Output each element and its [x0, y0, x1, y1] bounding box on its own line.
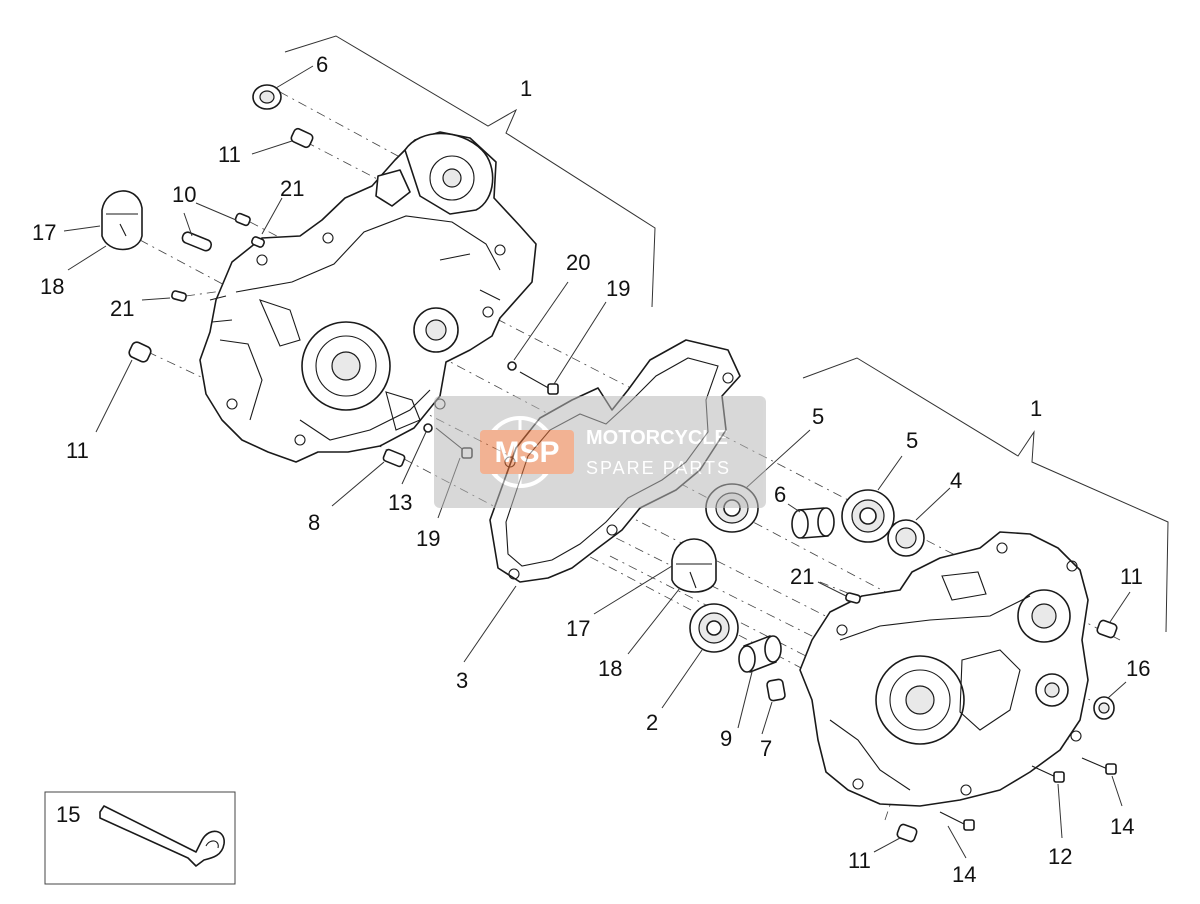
callout-7: 7 — [760, 736, 772, 761]
callout-5-right: 5 — [906, 428, 918, 453]
watermark-line1: MOTORCYCLE — [586, 427, 728, 449]
callout-15: 15 — [56, 802, 80, 827]
callout-20: 20 — [566, 250, 590, 275]
washer-20 — [507, 361, 517, 371]
callout-21-upper: 21 — [280, 176, 304, 201]
callout-11-bottom: 11 — [848, 848, 871, 873]
callout-18-left: 18 — [40, 274, 64, 299]
callout-10: 10 — [172, 182, 196, 207]
dowel-11-right-upper — [1096, 619, 1118, 639]
callout-16: 16 — [1126, 656, 1150, 681]
callout-12: 12 — [1048, 844, 1072, 869]
callout-11-right: 11 — [1120, 564, 1143, 589]
pin-21-left — [171, 290, 187, 302]
bolt-14-bottom — [939, 811, 975, 831]
watermark: MSP MOTORCYCLE SPARE PARTS — [434, 396, 766, 508]
callout-9: 9 — [720, 726, 732, 751]
dowel-7 — [766, 678, 786, 702]
watermark-background — [434, 396, 766, 508]
callout-11-top: 11 — [218, 142, 241, 167]
callout-18-center: 18 — [598, 656, 622, 681]
bearing-5-right — [841, 489, 895, 543]
dowel-11-top — [290, 127, 314, 149]
callout-19-upper: 19 — [606, 276, 630, 301]
watermark-line2: SPARE PARTS — [586, 458, 731, 478]
bracket-left-crankcase — [284, 35, 656, 308]
bracket-right-crankcase — [802, 357, 1169, 633]
pin-10-upper — [234, 212, 251, 227]
seal-16 — [1093, 696, 1115, 720]
callout-3: 3 — [456, 668, 468, 693]
watermark-logo: MSP — [494, 436, 559, 469]
bushing-9 — [738, 635, 782, 673]
callout-1-right: 1 — [1030, 396, 1042, 421]
oil-seal-4 — [887, 519, 925, 557]
callout-13: 13 — [388, 490, 412, 515]
callout-5-left: 5 — [812, 404, 824, 429]
watermark-logo-plate — [480, 430, 574, 474]
right-crankcase-half — [799, 531, 1089, 807]
callout-21-left: 21 — [110, 296, 134, 321]
callout-1-left: 1 — [520, 76, 532, 101]
callout-14-right: 14 — [1110, 814, 1134, 839]
bushing-17-left — [101, 190, 143, 251]
inset-box-part-15 — [44, 791, 236, 885]
callout-8: 8 — [308, 510, 320, 535]
callout-4: 4 — [950, 468, 962, 493]
bearing-2 — [689, 603, 739, 653]
callout-11-left: 11 — [66, 438, 89, 463]
bushing-17-center — [671, 538, 717, 593]
bushing-6-right — [791, 507, 835, 539]
callout-17-left: 17 — [32, 220, 56, 245]
left-crankcase-half — [199, 131, 537, 463]
bolt-14-right — [1081, 757, 1117, 775]
callout-19-lower: 19 — [416, 526, 440, 551]
pin-10-long — [181, 231, 213, 252]
callout-6-right: 6 — [774, 482, 786, 507]
callout-17-center: 17 — [566, 616, 590, 641]
callout-labels: 1 6 11 10 21 17 18 21 11 8 13 19 20 19 3… — [32, 52, 1150, 887]
oil-seal-6-top — [252, 84, 282, 110]
bolt-12 — [1031, 765, 1065, 783]
pin-21-right — [845, 592, 861, 604]
callout-14-bottom: 14 — [952, 862, 976, 887]
pin-21-upper — [251, 236, 265, 248]
callout-21-right: 21 — [790, 564, 814, 589]
callout-2: 2 — [646, 710, 658, 735]
callout-6-top: 6 — [316, 52, 328, 77]
dowel-11-left — [128, 341, 152, 363]
bolt-19-upper — [519, 371, 559, 395]
stud-8 — [382, 448, 406, 468]
dowel-11-bottom — [896, 823, 918, 843]
washer-13 — [423, 423, 433, 433]
